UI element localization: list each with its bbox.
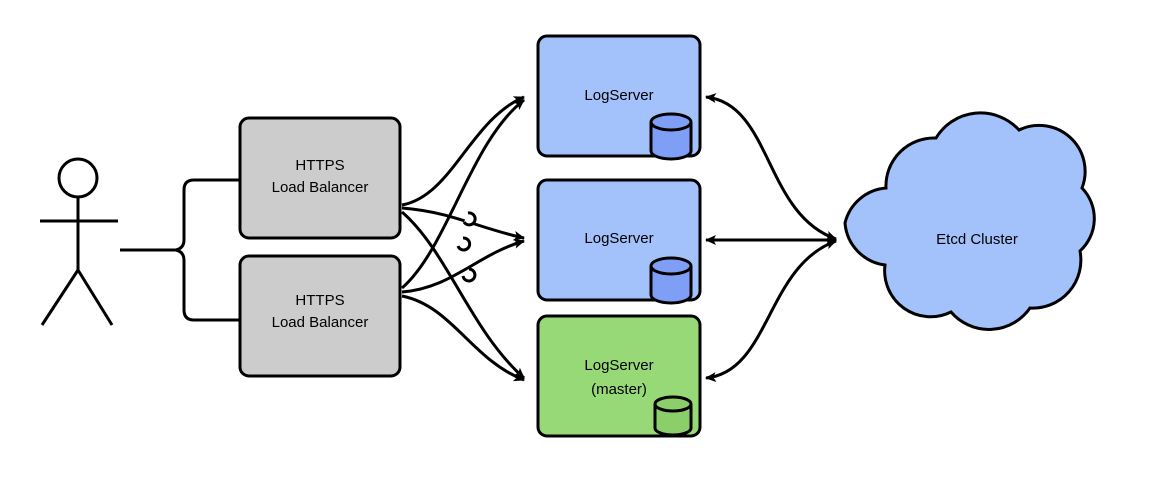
lb-top-label-line2: Load Balancer: [272, 179, 369, 196]
lb-top-box[interactable]: [238, 116, 402, 240]
edge-lbtop-to-logserver2: [401, 206, 525, 241]
actor-to-balancers-connector: [120, 178, 240, 322]
edge-lbbottom-to-logserver-master: [401, 294, 525, 382]
lb-bottom-label-line1: HTTPS: [295, 292, 344, 309]
logserver-1-label: LogServer: [584, 87, 653, 104]
logserver-master[interactable]: LogServer (master): [536, 314, 702, 438]
logserver-1-database-icon: [649, 112, 693, 161]
edge-lbtop-to-logserver1: [401, 95, 525, 207]
edge-lbtop-to-logserver-master: [401, 210, 525, 380]
actor-leg-right: [76, 269, 114, 326]
logserver-2-database-icon: [649, 256, 693, 305]
edge-lbbottom-to-logserver2: [401, 238, 525, 294]
hop-upper: [462, 211, 477, 227]
lb-bottom-box[interactable]: [238, 254, 402, 378]
etcd-cluster[interactable]: Etcd Cluster: [843, 111, 1096, 331]
connector-branch-top: [175, 178, 240, 252]
lb-bottom-label-line2: Load Balancer: [272, 314, 369, 331]
balancer-to-logserver-edges: [401, 95, 525, 382]
edge-logserver-master-etcd: [705, 239, 837, 383]
etcd-cluster-label: Etcd Cluster: [936, 231, 1018, 248]
logserver-master-label-line2: (master): [591, 381, 647, 398]
edge-crossing-hops: [456, 211, 477, 283]
actor-head-icon: [57, 157, 99, 199]
connector-branch-bottom: [175, 248, 240, 322]
hop-middle: [456, 236, 472, 252]
user-actor: [40, 157, 118, 326]
lb-bottom[interactable]: HTTPS Load Balancer: [238, 254, 402, 378]
logserver-master-label-line1: LogServer: [584, 357, 653, 374]
lb-top-label-line1: HTTPS: [295, 157, 344, 174]
lb-top[interactable]: HTTPS Load Balancer: [238, 116, 402, 240]
edge-logserver1-etcd: [705, 93, 837, 241]
hop-lower: [461, 267, 477, 283]
logserver-2[interactable]: LogServer: [536, 178, 702, 305]
etcd-cloud-shape[interactable]: [843, 111, 1096, 331]
logserver-to-etcd-edges: [705, 93, 837, 383]
logserver-master-database-icon: [653, 395, 693, 437]
logserver-2-label: LogServer: [584, 230, 653, 247]
logserver-1[interactable]: LogServer: [536, 34, 702, 161]
actor-leg-left: [40, 269, 80, 326]
edge-lbbottom-to-logserver1: [401, 98, 525, 290]
